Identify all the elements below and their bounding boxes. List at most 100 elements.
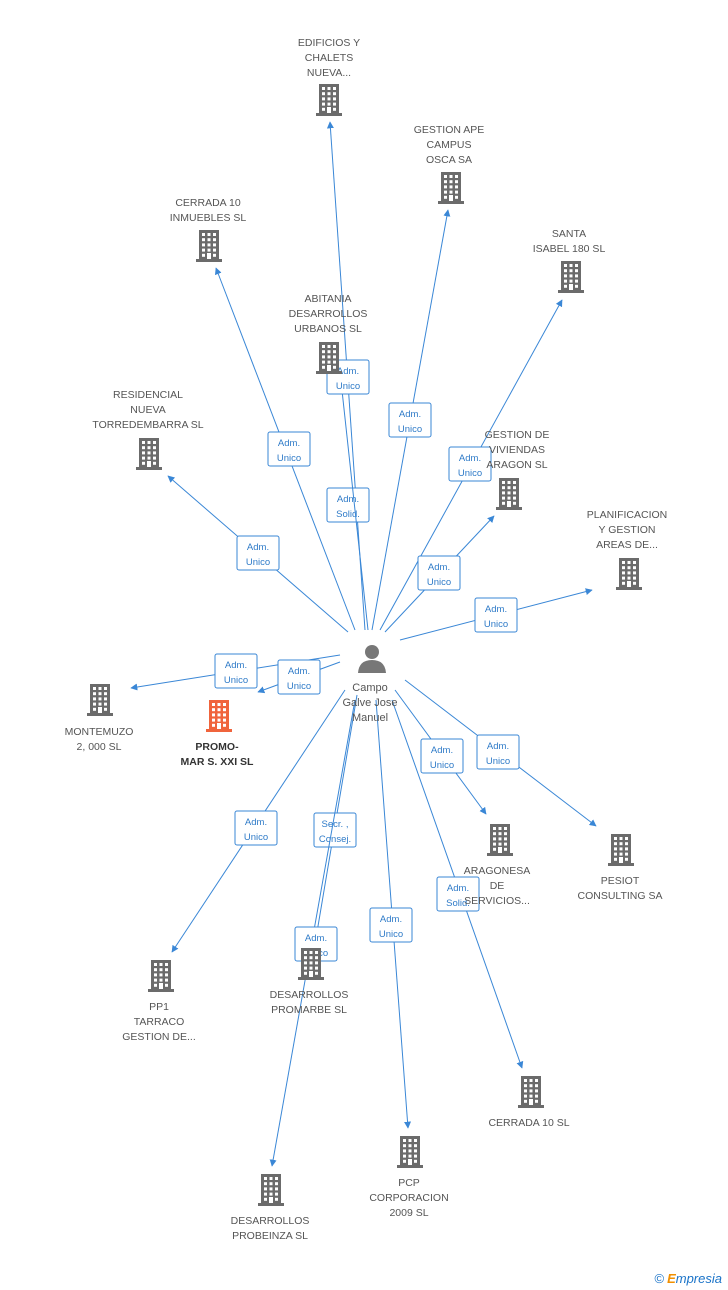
company-label-santa_isabel[interactable]: SANTA: [552, 228, 586, 240]
relation-badge[interactable]: [448, 446, 492, 482]
building-icon[interactable]: [438, 172, 464, 204]
relation-edge-probeinza[interactable]: Adm.Unico: [269, 699, 356, 1167]
company-label-pcp[interactable]: CORPORACION: [369, 1192, 448, 1204]
company-label-abitania[interactable]: DESARROLLOS: [289, 308, 368, 320]
relation-edge-gestion_ape[interactable]: Adm.Unico: [371, 209, 451, 631]
building-icon[interactable]: [258, 1174, 284, 1206]
relation-edge-residencial[interactable]: Adm.Unico: [167, 475, 349, 633]
relation-edge-promarbe[interactable]: Secr. ,Consej.: [312, 694, 358, 945]
company-label-edificios[interactable]: NUEVA...: [307, 67, 351, 79]
relation-badge-text: Adm.: [399, 409, 421, 420]
person-name-label[interactable]: Campo: [352, 682, 387, 694]
company-label-gestion_ape[interactable]: CAMPUS: [427, 139, 472, 151]
relation-badge[interactable]: [436, 876, 480, 912]
company-label-pp1[interactable]: PP1: [149, 1001, 169, 1013]
building-icon[interactable]: [608, 834, 634, 866]
building-icon[interactable]: [87, 684, 113, 716]
company-label-montemuzo[interactable]: 2, 000 SL: [77, 741, 122, 753]
company-label-gestion_viv[interactable]: GESTION DE: [485, 429, 550, 441]
relation-badge-text: Unico: [277, 453, 301, 464]
person-name-label[interactable]: Galve Jose: [342, 697, 397, 709]
relation-edge-pcp[interactable]: Adm.Unico: [369, 699, 413, 1129]
company-label-planificacion[interactable]: AREAS DE...: [596, 539, 658, 551]
company-label-promomar[interactable]: PROMO-: [195, 741, 239, 753]
relation-badge[interactable]: [474, 597, 518, 633]
company-label-abitania[interactable]: URBANOS SL: [294, 323, 362, 335]
relation-edge-santa_isabel[interactable]: Adm. Unico: [379, 299, 563, 631]
company-label-gestion_viv[interactable]: ARAGON SL: [486, 459, 547, 471]
company-label-aragonesa[interactable]: DE: [490, 880, 505, 892]
building-icon[interactable]: [397, 1136, 423, 1168]
building-icon[interactable]: [496, 478, 522, 510]
relation-badge-text: Unico: [486, 756, 510, 767]
focus-building-icon[interactable]: [206, 700, 232, 732]
relation-badge-text: Unico: [484, 619, 508, 630]
relation-badge[interactable]: [234, 810, 278, 846]
company-label-residencial[interactable]: RESIDENCIAL: [113, 389, 183, 401]
company-label-pesiot[interactable]: CONSULTING SA: [578, 890, 663, 902]
company-label-gestion_ape[interactable]: GESTION APE: [414, 124, 485, 136]
company-label-promarbe[interactable]: DESARROLLOS: [270, 989, 349, 1001]
building-icon[interactable]: [148, 960, 174, 992]
building-icon[interactable]: [316, 342, 342, 374]
company-label-cerrada10_inm[interactable]: INMUEBLES SL: [170, 212, 247, 224]
relation-edge-cerrada10[interactable]: Adm.Solid.: [391, 699, 524, 1069]
building-icon[interactable]: [558, 261, 584, 293]
company-label-promomar[interactable]: MAR S. XXI SL: [181, 756, 255, 768]
building-icon[interactable]: [316, 84, 342, 116]
relation-edge-montemuzo[interactable]: Adm.Unico: [130, 653, 341, 691]
company-label-promarbe[interactable]: PROMARBE SL: [271, 1004, 347, 1016]
company-label-edificios[interactable]: EDIFICIOS Y: [298, 37, 360, 49]
relation-badge[interactable]: [267, 431, 311, 467]
relation-badge-text: Unico: [336, 381, 360, 392]
company-label-pp1[interactable]: GESTION DE...: [122, 1031, 196, 1043]
company-label-montemuzo[interactable]: MONTEMUZO: [65, 726, 134, 738]
building-icon[interactable]: [196, 230, 222, 262]
company-label-pp1[interactable]: TARRACO: [134, 1016, 185, 1028]
company-label-santa_isabel[interactable]: ISABEL 180 SL: [533, 243, 606, 255]
company-label-edificios[interactable]: CHALETS: [305, 52, 353, 64]
building-icon[interactable]: [136, 438, 162, 470]
relation-badge[interactable]: [214, 653, 258, 689]
building-icon[interactable]: [616, 558, 642, 590]
company-label-abitania[interactable]: ABITANIA: [304, 293, 351, 305]
company-label-planificacion[interactable]: PLANIFICACION: [587, 509, 668, 521]
company-label-aragonesa[interactable]: SERVICIOS...: [464, 895, 530, 907]
relation-badge[interactable]: [388, 402, 432, 438]
company-label-residencial[interactable]: TORREDEMBARRA SL: [92, 419, 203, 431]
relation-edge-promomar[interactable]: Adm.Unico: [257, 659, 341, 695]
building-icon[interactable]: [518, 1076, 544, 1108]
company-label-probeinza[interactable]: PROBEINZA SL: [232, 1230, 308, 1242]
brand-footer[interactable]: ©Empresia: [654, 1271, 722, 1286]
relation-edge-pp1[interactable]: Adm.Unico: [171, 689, 346, 953]
company-label-cerrada10_inm[interactable]: CERRADA 10: [175, 197, 241, 209]
relation-badge-text: Adm.: [487, 741, 509, 752]
company-label-pcp[interactable]: 2009 SL: [389, 1207, 428, 1219]
relation-badge[interactable]: [369, 907, 413, 943]
person-name-label[interactable]: Manuel: [352, 712, 388, 724]
relation-badge[interactable]: [326, 487, 370, 523]
relation-badge[interactable]: [420, 738, 464, 774]
company-label-residencial[interactable]: NUEVA: [130, 404, 165, 416]
relation-edge-aragonesa[interactable]: Adm.Unico: [394, 689, 487, 815]
company-label-cerrada10[interactable]: CERRADA 10 SL: [488, 1117, 569, 1129]
relation-edge-planificacion[interactable]: Adm.Unico: [399, 588, 593, 641]
company-label-gestion_ape[interactable]: OSCA SA: [426, 154, 472, 166]
company-label-probeinza[interactable]: DESARROLLOS: [231, 1215, 310, 1227]
relation-badge-text: Adm.: [288, 666, 310, 677]
company-label-planificacion[interactable]: Y GESTION: [599, 524, 656, 536]
person-icon[interactable]: [358, 645, 386, 673]
company-label-gestion_viv[interactable]: VIVIENDAS: [489, 444, 545, 456]
relation-edge-pesiot[interactable]: Adm. Unico: [404, 679, 597, 827]
company-label-pcp[interactable]: PCP: [398, 1177, 420, 1189]
building-icon[interactable]: [298, 948, 324, 980]
relation-badge[interactable]: [476, 734, 520, 770]
company-label-aragonesa[interactable]: ARAGONESA: [464, 865, 531, 877]
relation-badge[interactable]: [417, 555, 461, 591]
relation-badge[interactable]: [277, 659, 321, 695]
relation-edge-gestion_viv[interactable]: Adm.Unico: [384, 515, 495, 633]
relation-badge[interactable]: [236, 535, 280, 571]
relation-edge-cerrada10_inm[interactable]: Adm.Unico: [214, 267, 356, 631]
building-icon[interactable]: [487, 824, 513, 856]
company-label-pesiot[interactable]: PESIOT: [601, 875, 640, 887]
